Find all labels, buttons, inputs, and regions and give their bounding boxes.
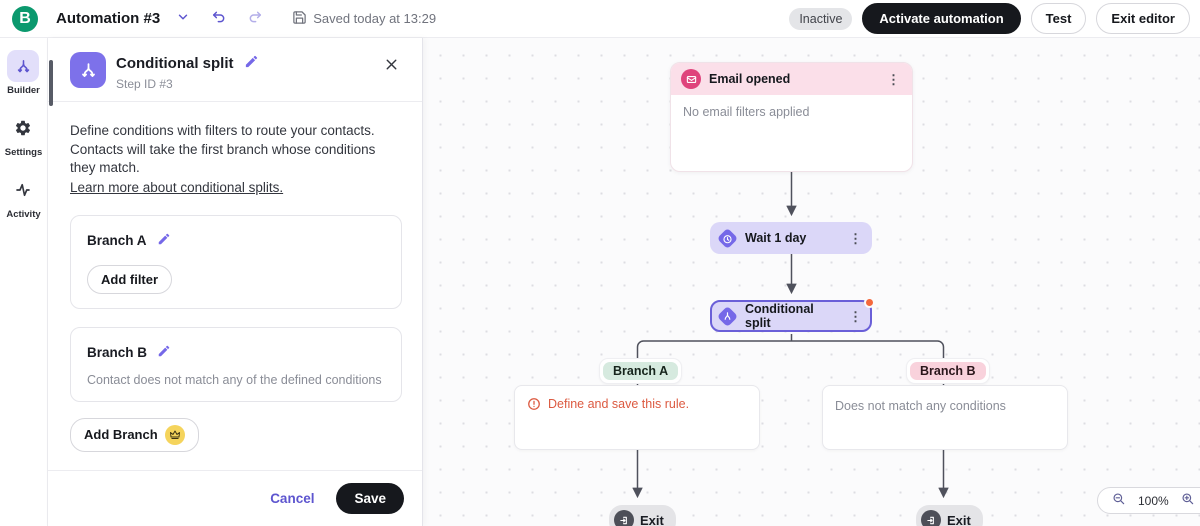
redo-icon	[247, 9, 263, 28]
close-icon	[383, 59, 400, 76]
branch-a-rule-text: Define and save this rule.	[548, 397, 690, 411]
undo-icon	[211, 9, 227, 28]
email-node-body: No email filters applied	[683, 105, 810, 119]
save-disk-icon	[292, 10, 307, 28]
left-sidebar: Builder Settings Activity	[0, 38, 48, 526]
email-node-header: Email opened ⋮	[671, 63, 912, 95]
pulse-icon	[7, 174, 39, 206]
envelope-icon	[681, 69, 701, 89]
panel-title: Conditional split	[116, 54, 234, 72]
branch-a-chip: Branch A	[603, 362, 679, 380]
email-node-title: Email opened	[709, 72, 791, 86]
exit-node-a[interactable]: Exit	[609, 505, 676, 526]
split-icon	[716, 305, 739, 327]
zoom-level: 100%	[1138, 493, 1169, 508]
email-opened-node[interactable]: Email opened ⋮ No email filters applied	[670, 62, 913, 172]
step-config-panel: Conditional split Step ID #3	[48, 38, 423, 526]
exit-node-b[interactable]: Exit	[916, 505, 983, 526]
sidebar-item-label: Builder	[7, 85, 40, 96]
top-bar: B Automation #3 Saved	[0, 0, 1200, 38]
zoom-out-icon	[1112, 492, 1126, 509]
sidebar-item-label: Activity	[6, 209, 41, 220]
panel-scrollbar[interactable]	[49, 60, 53, 106]
exit-icon	[921, 510, 941, 526]
pencil-icon	[157, 344, 171, 361]
learn-more-link[interactable]: Learn more about conditional splits.	[70, 179, 284, 195]
split-node-title: Conditional split	[745, 302, 814, 330]
gear-icon	[7, 112, 39, 144]
main-area: Builder Settings Activity	[0, 38, 1200, 526]
add-filter-button[interactable]: Add filter	[87, 264, 173, 294]
sidebar-item-activity[interactable]: Activity	[6, 174, 41, 220]
conditional-split-icon	[70, 52, 106, 88]
save-button[interactable]: Save	[336, 483, 404, 514]
exit-editor-button[interactable]: Exit editor	[1096, 3, 1190, 34]
panel-footer: Cancel Save	[48, 470, 422, 526]
save-status-text: Saved today at 13:29	[313, 11, 437, 26]
workflow-canvas[interactable]: Email opened ⋮ No email filters applied …	[423, 38, 1200, 526]
branch-b-chip: Branch B	[910, 362, 986, 380]
add-branch-button[interactable]: Add Branch	[70, 417, 199, 452]
wait-node-title: Wait 1 day	[745, 231, 807, 245]
save-status: Saved today at 13:29	[292, 10, 436, 28]
wait-node[interactable]: Wait 1 day ⋮	[710, 222, 872, 254]
conditional-split-node[interactable]: Conditional split ⋮	[710, 297, 875, 332]
branch-b-rule-card[interactable]: Does not match any conditions	[822, 385, 1068, 450]
test-button[interactable]: Test	[1030, 3, 1087, 34]
zoom-in-icon	[1181, 492, 1195, 509]
top-bar-right: Inactive Activate automation Test Exit e…	[789, 3, 1190, 34]
edit-branch-b-button[interactable]	[155, 342, 173, 363]
cancel-button[interactable]: Cancel	[270, 491, 315, 506]
branch-b-title: Branch B	[87, 344, 148, 360]
exit-icon	[614, 510, 634, 526]
pencil-icon	[157, 232, 171, 249]
top-bar-left: B Automation #3 Saved	[10, 5, 436, 32]
automation-title: Automation #3	[56, 10, 161, 27]
crown-icon	[164, 424, 185, 445]
exit-node-label: Exit	[640, 512, 664, 526]
step-id: Step ID #3	[116, 77, 173, 91]
close-panel-button[interactable]	[379, 52, 404, 80]
edit-title-button[interactable]	[242, 52, 261, 74]
status-badge: Inactive	[789, 7, 853, 30]
pencil-icon	[244, 54, 259, 72]
sidebar-item-builder[interactable]: Builder	[7, 50, 40, 96]
clock-icon	[716, 227, 739, 249]
panel-header: Conditional split Step ID #3	[48, 38, 422, 102]
panel-description: Define conditions with filters to route …	[70, 123, 376, 176]
zoom-controls: 100%	[1097, 487, 1200, 514]
alert-dot	[864, 297, 875, 308]
branch-b-label[interactable]: Branch B	[906, 358, 990, 384]
brevo-logo[interactable]: B	[12, 5, 38, 32]
panel-body: Define conditions with filters to route …	[48, 102, 422, 470]
chevron-down-icon	[176, 10, 190, 27]
warning-icon	[527, 397, 541, 416]
undo-button[interactable]	[206, 6, 232, 32]
branch-b-description: Contact does not match any of the define…	[87, 372, 382, 387]
title-dropdown-button[interactable]	[170, 6, 196, 32]
branch-b-rule-text: Does not match any conditions	[835, 399, 1006, 413]
edit-branch-a-button[interactable]	[155, 230, 173, 251]
email-node-menu-button[interactable]: ⋮	[883, 71, 904, 88]
wait-node-menu-button[interactable]: ⋮	[845, 230, 866, 247]
branch-a-label[interactable]: Branch A	[599, 358, 683, 384]
activate-automation-button[interactable]: Activate automation	[862, 3, 1021, 34]
sidebar-item-label: Settings	[4, 147, 43, 158]
split-icon	[7, 50, 40, 82]
zoom-in-button[interactable]	[1179, 492, 1197, 510]
redo-button[interactable]	[242, 6, 268, 32]
branch-a-title: Branch A	[87, 232, 147, 248]
add-branch-label: Add Branch	[84, 427, 158, 443]
split-node-menu-button[interactable]: ⋮	[845, 308, 866, 325]
branch-a-card: Branch A Add filter	[70, 214, 402, 309]
zoom-out-button[interactable]	[1110, 492, 1128, 510]
sidebar-item-settings[interactable]: Settings	[5, 112, 42, 158]
exit-node-label: Exit	[947, 512, 971, 526]
branch-a-rule-card[interactable]: Define and save this rule.	[514, 385, 760, 450]
branch-b-card: Branch B Contact does not match any of t…	[70, 326, 402, 402]
